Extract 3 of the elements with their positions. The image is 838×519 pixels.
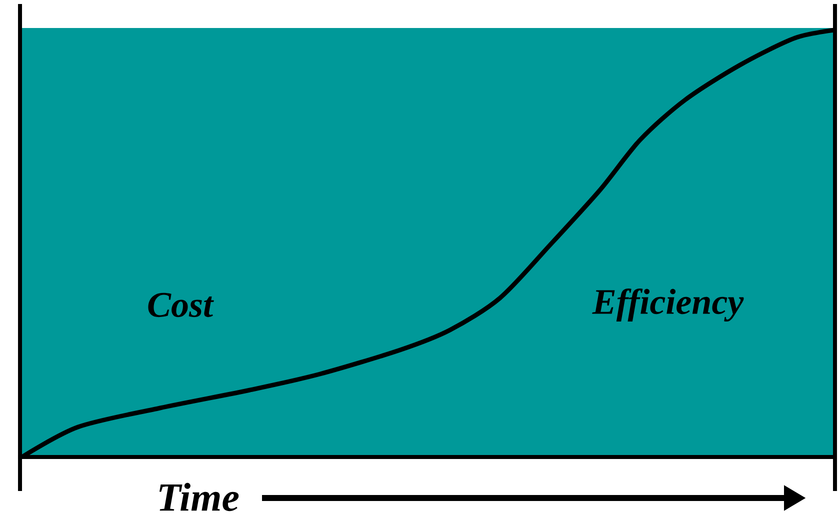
region-label: Cost (148, 292, 214, 318)
region-label: Efficiency (592, 288, 744, 322)
axis-label: Time (159, 482, 239, 512)
